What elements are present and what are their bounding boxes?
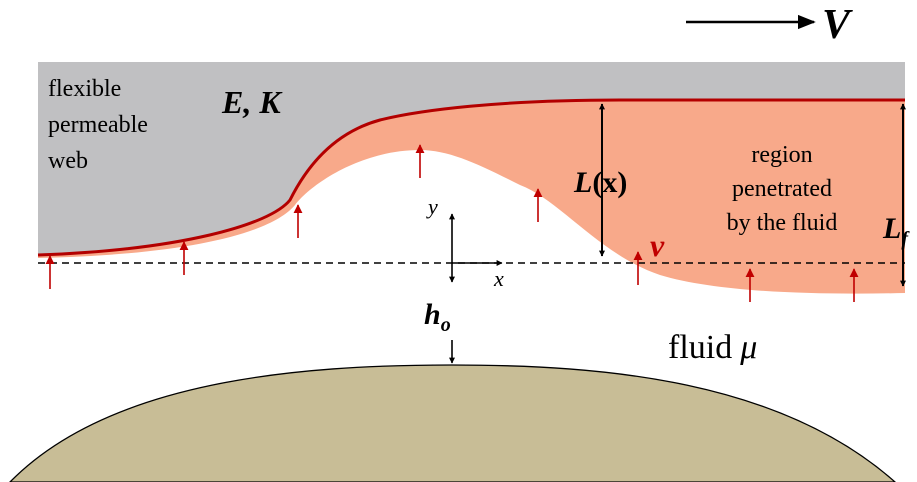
web-label-line2: permeable <box>48 112 148 138</box>
region-label-line3: by the fluid <box>727 210 838 236</box>
roller-surface <box>9 364 896 482</box>
web-body <box>38 62 905 255</box>
full-thickness-label: Lf <box>882 212 910 250</box>
flow-velocity-label: v <box>650 227 665 263</box>
gap-label: ho <box>424 298 451 336</box>
web-label-line1: flexible <box>48 76 121 102</box>
region-label-line1: region <box>751 142 812 168</box>
web-surface-line <box>37 98 905 257</box>
web-label-line3: web <box>48 148 88 174</box>
penetrated-region <box>38 100 905 294</box>
material-label: E, K <box>221 84 283 120</box>
local-thickness-label: L(x) <box>573 166 627 199</box>
region-label-line2: penetrated <box>732 176 832 202</box>
y-axis-label: y <box>426 194 438 219</box>
x-axis-label: x <box>493 266 504 291</box>
velocity-label: V <box>822 2 853 48</box>
